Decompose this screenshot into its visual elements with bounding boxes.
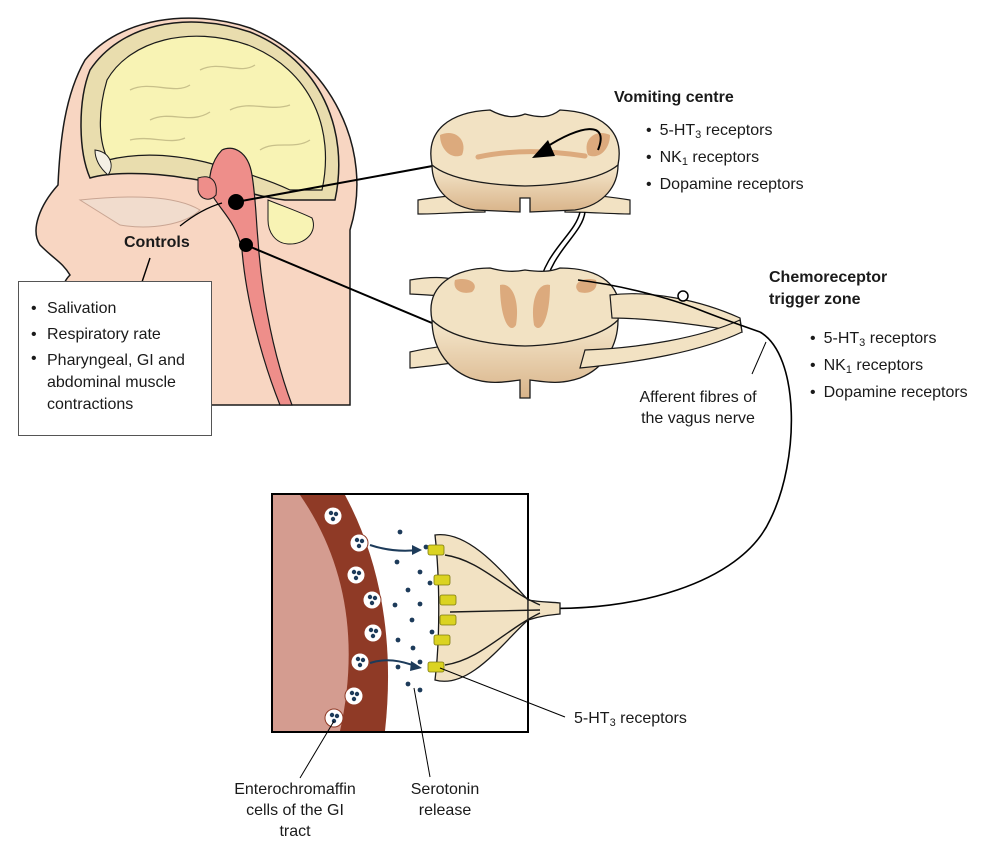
controls-box: Salivation Respiratory rate Pharyngeal, … — [18, 281, 212, 436]
cerebellum — [267, 199, 314, 245]
ctz-title-line2: trigger zone — [769, 291, 861, 308]
controls-item-salivation: Salivation — [31, 296, 203, 322]
ctz-leader — [245, 244, 433, 324]
gut-receptor-label: 5-HT3 receptors — [574, 710, 687, 729]
ctz-title-line1: Chemoreceptor — [769, 269, 888, 286]
afferent-line2: the vagus nerve — [641, 409, 755, 427]
medulla-section-upper — [417, 109, 631, 215]
jaw-bone — [78, 196, 201, 228]
vomiting-centre-title: Vomiting centre — [614, 89, 734, 106]
enterochromaffin-label: Enterochromaffin cells of the GI tract — [210, 780, 380, 842]
vagus-nerve — [539, 331, 793, 610]
face-structure — [94, 149, 112, 176]
serotonin-release-label: Serotonin release — [390, 780, 500, 822]
ctz-receptor-nk1: NK1 receptors — [810, 352, 968, 379]
vomiting-centre-receptor-list: 5-HT3 receptors NK1 receptors Dopamine r… — [646, 117, 804, 198]
entero-line3: tract — [279, 822, 311, 840]
serotonin-line2: release — [418, 801, 472, 819]
brain — [99, 35, 326, 191]
controls-title: Controls — [124, 234, 190, 251]
entero-leader — [299, 720, 335, 779]
brain-folds — [129, 64, 311, 151]
entero-line1: Enterochromaffin — [234, 781, 356, 798]
afferent-line1: Afferent fibres of — [639, 389, 757, 406]
pituitary-region — [197, 176, 217, 200]
vc-receptor-dopamine: Dopamine receptors — [646, 171, 804, 198]
vomiting-centre-leader — [235, 164, 439, 203]
vc-receptor-nk1: NK1 receptors — [646, 144, 804, 171]
vc-receptor-5ht3: 5-HT3 receptors — [646, 117, 804, 144]
controls-leader — [179, 202, 223, 227]
brainstem — [209, 147, 293, 406]
receptor-leader — [439, 667, 566, 718]
afferent-label: Afferent fibres of the vagus nerve — [628, 388, 768, 430]
serotonin-line1: Serotonin — [410, 781, 480, 798]
controls-item-respiratory-rate: Respiratory rate — [31, 322, 203, 348]
ctz-receptor-list: 5-HT3 receptors NK1 receptors Dopamine r… — [810, 325, 968, 406]
medulla-section-lower — [409, 267, 761, 399]
serotonin-leader — [413, 687, 431, 778]
entero-line2: cells of the GI — [246, 801, 344, 819]
ctz-receptor-dopamine: Dopamine receptors — [810, 379, 968, 406]
ctz-receptor-5ht3: 5-HT3 receptors — [810, 325, 968, 352]
controls-item-muscle-contractions: Pharyngeal, GI and abdominal muscle cont… — [31, 348, 203, 416]
gut-inset — [271, 493, 561, 733]
afferent-leader — [751, 341, 767, 375]
